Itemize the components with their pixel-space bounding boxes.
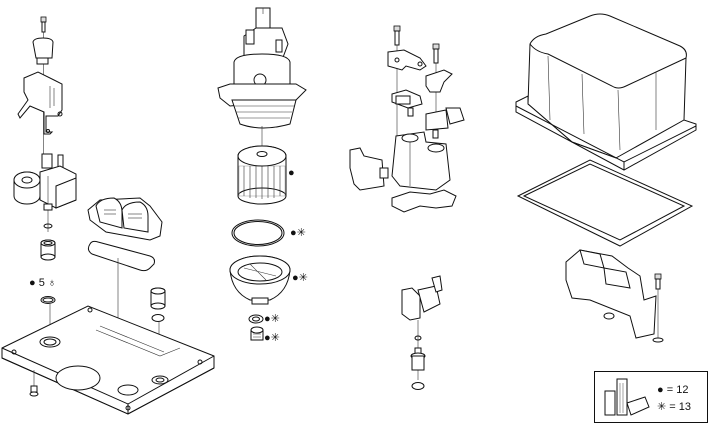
oring-left — [40, 296, 56, 304]
legend-box: ● = 12 ✳ = 13 — [594, 371, 708, 423]
bolt-2 — [432, 43, 440, 64]
bullet-marker: ● — [29, 277, 36, 289]
legend-text: = 12 — [666, 384, 689, 396]
legend-part-icon — [604, 378, 650, 416]
filter-assembly — [217, 7, 307, 341]
control-unit-cover — [515, 13, 697, 171]
annotation-filter-cup: ●✳ — [292, 272, 308, 284]
seal-ring — [248, 314, 264, 324]
valve-gasket — [391, 189, 457, 213]
filter-element — [237, 145, 287, 205]
housing-plate — [1, 305, 215, 415]
insert-sleeve — [40, 239, 56, 261]
control-unit — [565, 249, 657, 339]
annotation-seal-ring: ●✳ — [264, 313, 280, 325]
small-oring — [43, 223, 53, 229]
pressure-sensor — [391, 89, 423, 117]
sensor-valve-assembly — [349, 25, 465, 390]
legend-item-12: ● = 12 — [657, 384, 688, 396]
bolt-1 — [393, 25, 401, 46]
small-washer — [414, 335, 422, 341]
annotation-filter-oring: ●✳ — [290, 227, 306, 239]
connector-housing — [87, 197, 163, 241]
control-unit-bolt — [652, 273, 664, 343]
temperature-sensor — [425, 107, 465, 139]
mounting-bracket — [17, 71, 63, 135]
connector-bracket-assembly — [1, 16, 215, 415]
bullet-symbol: ● — [657, 384, 664, 396]
annotation-insert-5: ● 5 ♁ — [29, 277, 56, 289]
legend-item-13: ✳ = 13 — [657, 401, 691, 413]
pump-head — [217, 7, 307, 129]
stud-bolt-bottom — [29, 370, 39, 397]
small-valve-unit — [401, 275, 443, 321]
valve-body — [391, 131, 451, 191]
solenoid — [349, 147, 389, 191]
legend-text: = 13 — [669, 401, 691, 413]
quantity-number: 5 — [38, 277, 45, 289]
connector-block — [32, 37, 54, 65]
bolt-top-left — [40, 16, 47, 33]
drain-plug — [250, 326, 264, 341]
bracket-2 — [425, 69, 453, 93]
asterisk-symbol: ✳ — [657, 401, 667, 413]
insert-right — [150, 287, 166, 310]
control-unit-assembly — [515, 13, 697, 343]
bracket-1 — [387, 49, 427, 71]
valve-plug — [410, 347, 426, 371]
annotation-filter-element: ● — [288, 167, 295, 179]
filter-cup — [229, 255, 291, 305]
valve-oring — [411, 382, 425, 390]
connector-gasket — [87, 240, 155, 272]
actuator-unit — [13, 153, 77, 212]
cover-gasket — [516, 159, 694, 247]
torque-icon: ♁ — [47, 277, 57, 289]
oring-right — [151, 314, 165, 322]
filter-oring — [231, 219, 285, 247]
annotation-drain-plug: ●✳ — [264, 332, 280, 344]
